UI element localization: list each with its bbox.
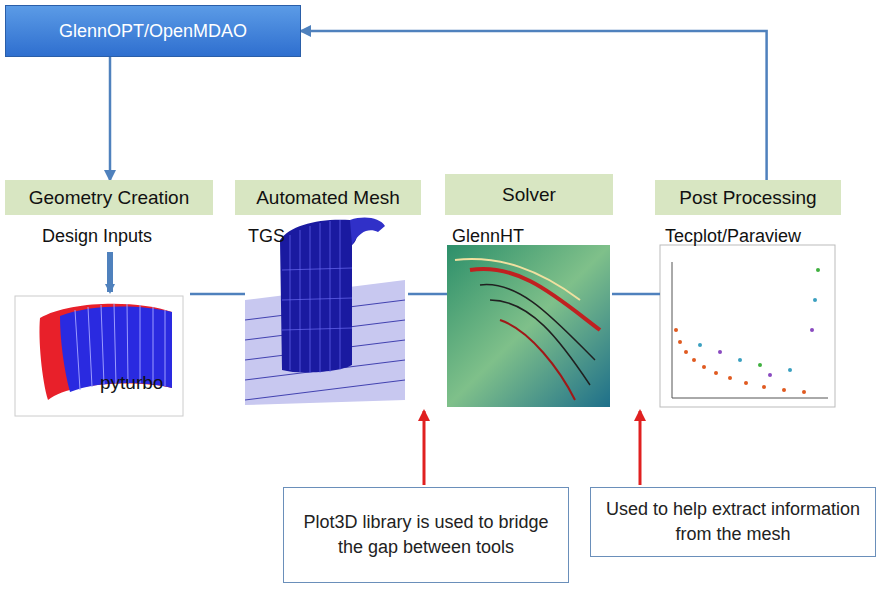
scatter-figure [660, 245, 835, 407]
tool-label: TGS [248, 226, 285, 247]
node-text: Used to help extract information from th… [601, 497, 865, 547]
cfd-figure [447, 245, 610, 407]
figure-label: pyturbo [100, 372, 163, 394]
flow-arrow [301, 31, 767, 180]
callout-box: Plot3D library is used to bridge the gap… [283, 487, 569, 583]
node-text: Plot3D library is used to bridge the gap… [294, 510, 558, 560]
stage-band: Geometry Creation [5, 180, 213, 215]
tool-label: GlennHT [452, 226, 524, 247]
node-text: Solver [502, 184, 556, 206]
callout-box: Used to help extract information from th… [590, 487, 876, 557]
stage-band: Post Processing [655, 180, 841, 215]
mesh-figure [245, 218, 405, 405]
node-text: GlennOPT/OpenMDAO [59, 21, 247, 42]
node-text: Post Processing [679, 187, 816, 209]
flow-arrow [109, 57, 112, 180]
tool-label: Design Inputs [42, 226, 152, 247]
optimizer-box: GlennOPT/OpenMDAO [5, 5, 301, 57]
node-text: Automated Mesh [256, 187, 400, 209]
node-text: Geometry Creation [29, 187, 190, 209]
stage-band: Automated Mesh [235, 180, 421, 215]
tool-label: Tecplot/Paraview [665, 226, 801, 247]
stage-band: Solver [445, 174, 613, 215]
pyturbo-figure [15, 296, 183, 416]
